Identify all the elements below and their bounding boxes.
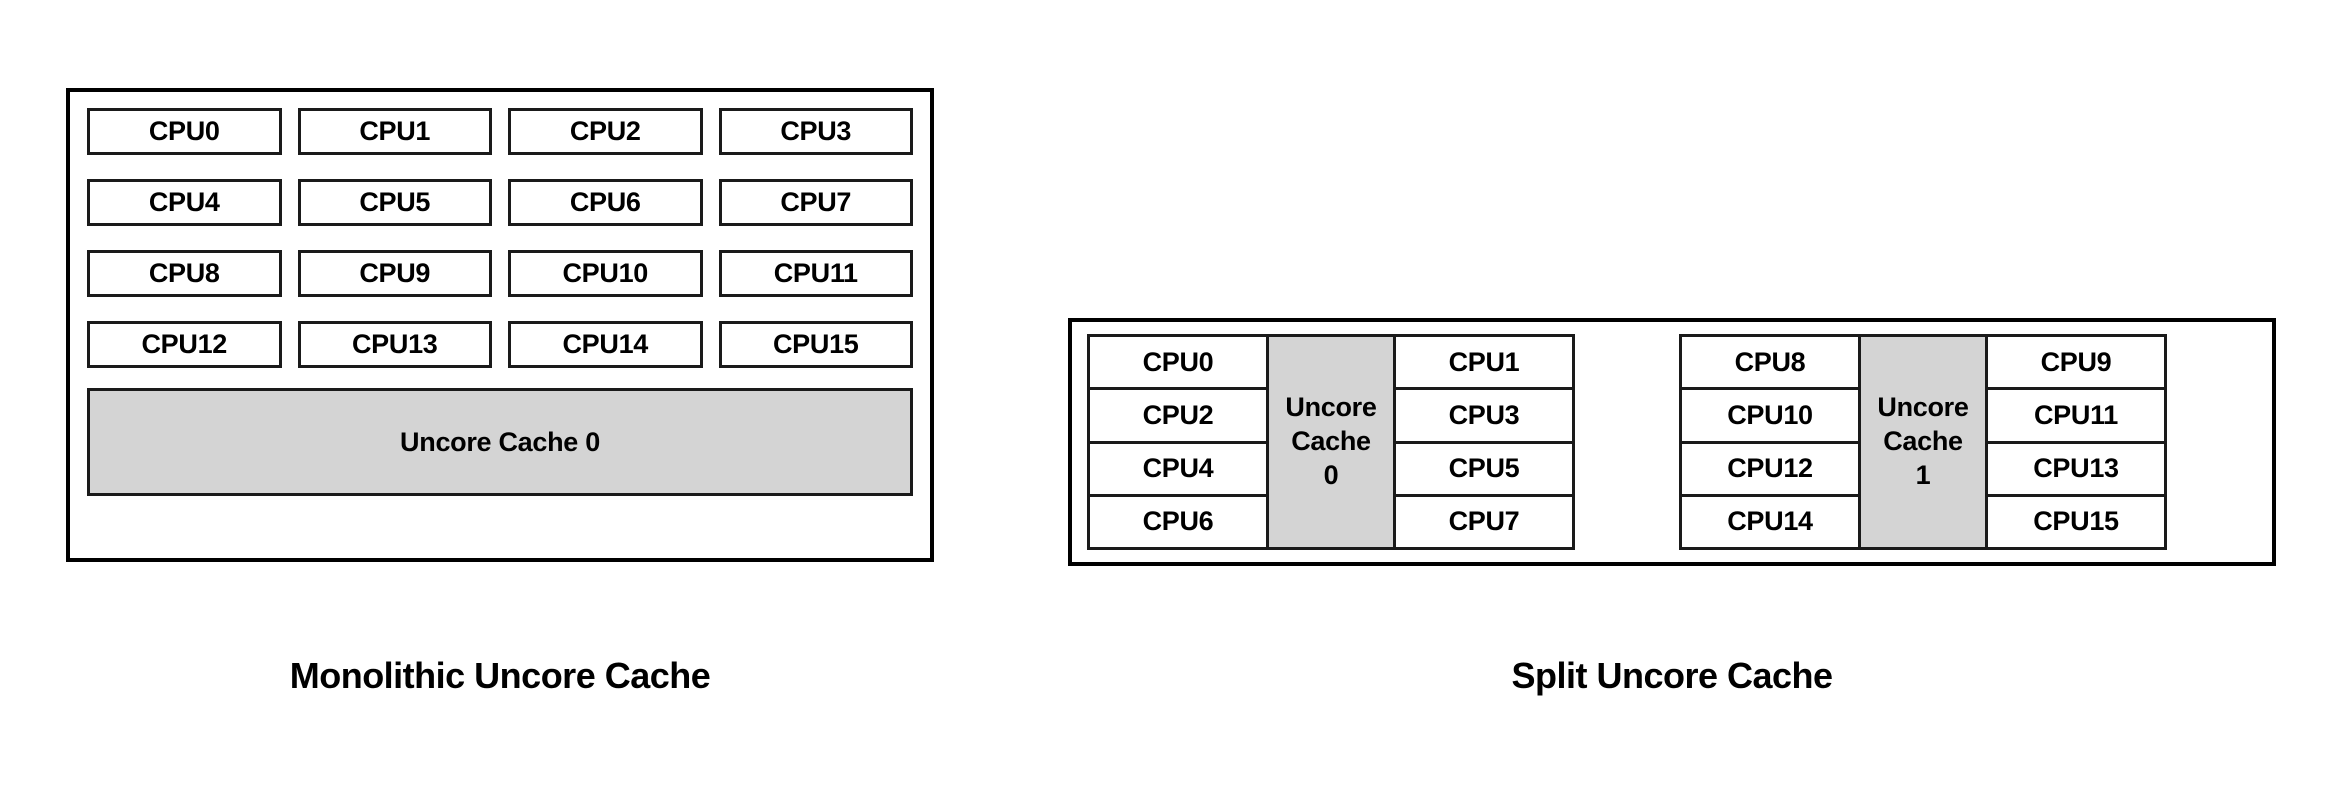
- cpu-cell-8: CPU8: [1682, 337, 1858, 391]
- split-group-1-right-cpu-column: CPU9 CPU11 CPU13 CPU15: [1985, 334, 2167, 550]
- cpu-cell-14: CPU14: [1682, 496, 1858, 547]
- split-group-0-right-cpu-column: CPU1 CPU3 CPU5 CPU7: [1393, 334, 1575, 550]
- cpu-box-4: CPU4: [87, 179, 282, 226]
- split-uncore-cache-diagram: CPU0 CPU2 CPU4 CPU6 Uncore Cache 0 CPU1 …: [1068, 318, 2276, 566]
- cpu-cell-10: CPU10: [1682, 390, 1858, 444]
- monolithic-uncore-cache-diagram: CPU0 CPU1 CPU2 CPU3 CPU4 CPU5 CPU6 CPU7 …: [66, 88, 934, 562]
- split-group-1: CPU8 CPU10 CPU12 CPU14 Uncore Cache 1 CP…: [1679, 334, 2257, 550]
- cpu-cell-0: CPU0: [1090, 337, 1266, 391]
- cache-label-line-2: Cache: [1883, 426, 1963, 457]
- cpu-cell-9: CPU9: [1988, 337, 2164, 391]
- cpu-box-2: CPU2: [508, 108, 703, 155]
- cpu-cell-7: CPU7: [1396, 496, 1572, 547]
- split-uncore-cache-block-1: Uncore Cache 1: [1861, 334, 1985, 550]
- cpu-cell-2: CPU2: [1090, 390, 1266, 444]
- cpu-cell-5: CPU5: [1396, 443, 1572, 497]
- split-uncore-cache-block-0: Uncore Cache 0: [1269, 334, 1393, 550]
- cache-label-line-1: Uncore: [1285, 392, 1377, 423]
- split-group-1-left-cpu-column: CPU8 CPU10 CPU12 CPU14: [1679, 334, 1861, 550]
- cpu-box-6: CPU6: [508, 179, 703, 226]
- cpu-cell-1: CPU1: [1396, 337, 1572, 391]
- cpu-cell-13: CPU13: [1988, 443, 2164, 497]
- monolithic-uncore-cache-block: Uncore Cache 0: [87, 388, 913, 496]
- cpu-box-0: CPU0: [87, 108, 282, 155]
- cpu-box-14: CPU14: [508, 321, 703, 368]
- cpu-cell-15: CPU15: [1988, 496, 2164, 547]
- monolithic-cpu-grid: CPU0 CPU1 CPU2 CPU3 CPU4 CPU5 CPU6 CPU7 …: [87, 108, 913, 368]
- cpu-box-5: CPU5: [297, 179, 492, 226]
- split-group-0-left-cpu-column: CPU0 CPU2 CPU4 CPU6: [1087, 334, 1269, 550]
- cache-label-line-3: 0: [1323, 459, 1339, 490]
- cpu-box-1: CPU1: [297, 108, 492, 155]
- split-diagram-caption: Split Uncore Cache: [1511, 655, 1833, 696]
- cpu-cell-11: CPU11: [1988, 390, 2164, 444]
- cpu-cell-3: CPU3: [1396, 390, 1572, 444]
- cache-label-line-1: Uncore: [1877, 392, 1969, 423]
- cpu-box-7: CPU7: [718, 179, 913, 226]
- cpu-cell-6: CPU6: [1090, 496, 1266, 547]
- split-group-0: CPU0 CPU2 CPU4 CPU6 Uncore Cache 0 CPU1 …: [1087, 334, 1665, 550]
- cpu-box-8: CPU8: [87, 250, 282, 297]
- cpu-cell-4: CPU4: [1090, 443, 1266, 497]
- cache-label-line-3: 1: [1915, 459, 1931, 490]
- cpu-box-12: CPU12: [87, 321, 282, 368]
- cpu-box-11: CPU11: [718, 250, 913, 297]
- cpu-box-3: CPU3: [718, 108, 913, 155]
- cache-label-line-2: Cache: [1291, 426, 1371, 457]
- cpu-box-10: CPU10: [508, 250, 703, 297]
- cpu-box-15: CPU15: [718, 321, 913, 368]
- cpu-box-13: CPU13: [297, 321, 492, 368]
- cpu-cell-12: CPU12: [1682, 443, 1858, 497]
- monolithic-diagram-caption: Monolithic Uncore Cache: [289, 655, 711, 696]
- cpu-box-9: CPU9: [297, 250, 492, 297]
